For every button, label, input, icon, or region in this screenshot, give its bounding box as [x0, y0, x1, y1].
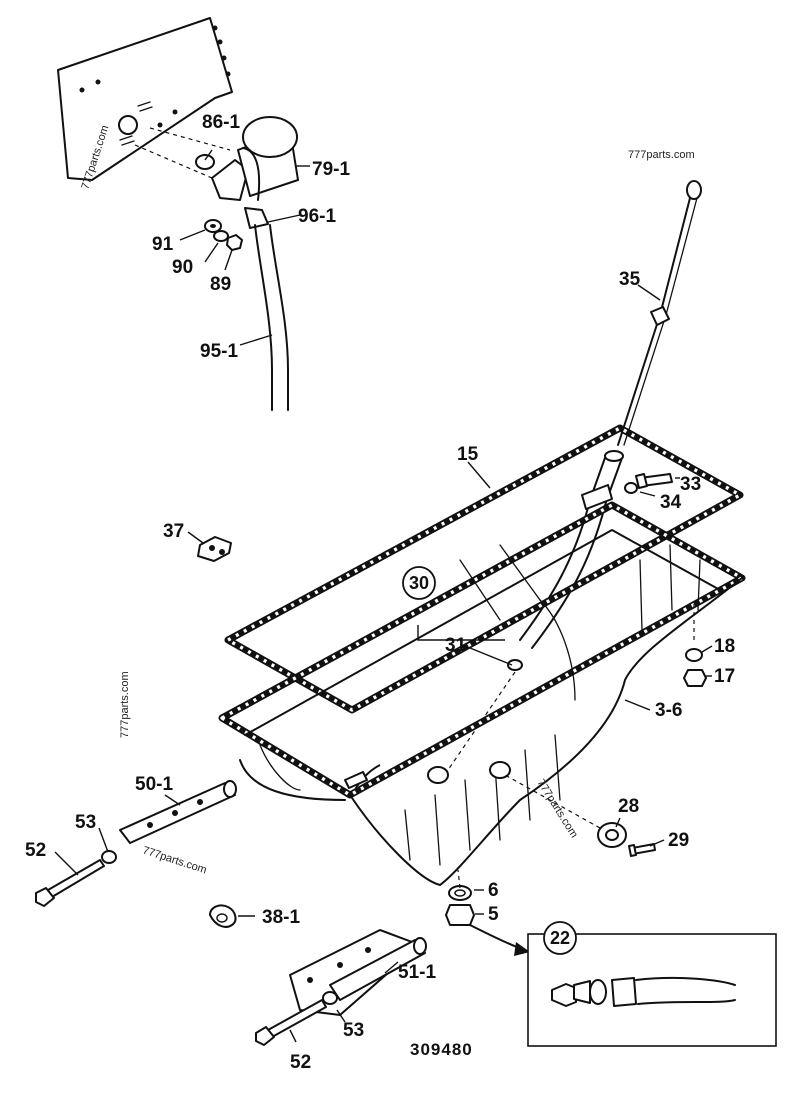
oil-pan	[218, 501, 746, 886]
label-33: 33	[680, 474, 701, 495]
watermark: 777parts.com	[628, 149, 695, 161]
o-ring-31	[447, 659, 523, 771]
watermark: 777parts.com	[534, 777, 579, 840]
engine-block-plate	[57, 17, 233, 181]
breather-hose	[254, 224, 289, 411]
label-28: 28	[618, 796, 639, 817]
callout-circle-30	[402, 566, 436, 600]
drain-plug-5-washer-6	[445, 869, 475, 926]
bolt-52-upper	[35, 850, 117, 907]
label-52-upper: 52	[25, 840, 46, 861]
label-53-upper: 53	[75, 812, 96, 833]
label-96-1: 96-1	[298, 206, 336, 227]
label-95-1: 95-1	[200, 341, 238, 362]
label-79-1: 79-1	[312, 159, 350, 180]
label-15: 15	[457, 444, 479, 465]
label-86-1: 86-1	[202, 112, 240, 133]
label-5: 5	[488, 904, 499, 925]
tube-50-1	[119, 780, 237, 844]
cover-plug-28	[504, 774, 656, 857]
detail-22-arrow	[514, 942, 530, 956]
leader-lines	[54, 149, 713, 1043]
label-29: 29	[668, 830, 689, 851]
label-35: 35	[619, 269, 641, 290]
breather-assembly	[195, 116, 299, 229]
bolt-52-lower	[255, 991, 338, 1046]
label-6: 6	[488, 880, 499, 901]
label-38-1: 38-1	[262, 907, 300, 928]
label-34: 34	[660, 492, 682, 513]
label-31: 31	[445, 635, 467, 656]
clip-37	[197, 536, 232, 562]
label-37: 37	[163, 521, 184, 542]
clamp-38-1	[209, 904, 237, 928]
watermark: 777parts.com	[141, 844, 208, 876]
label-51-1: 51-1	[398, 962, 436, 983]
watermark: 777parts.com	[119, 671, 131, 738]
label-89: 89	[210, 274, 231, 295]
label-90: 90	[172, 257, 193, 278]
label-3-6: 3-6	[655, 700, 682, 721]
dipstick-guide-tube	[519, 450, 624, 649]
dipstick	[617, 180, 702, 446]
callout-circle-22	[543, 921, 577, 955]
bolt-33	[624, 473, 673, 494]
oil-pan-gasket	[224, 424, 744, 714]
label-91: 91	[152, 234, 174, 255]
label-22: 22	[550, 928, 570, 948]
label-50-1: 50-1	[135, 774, 173, 795]
label-17: 17	[714, 666, 735, 687]
label-30: 30	[409, 573, 429, 593]
label-52-lower: 52	[290, 1052, 311, 1073]
detail-box-22	[527, 933, 777, 1047]
bolt-17-washer-18	[683, 600, 707, 687]
washers-and-nut	[204, 219, 243, 251]
label-18: 18	[714, 636, 735, 657]
drawing-number: 309480	[410, 1040, 473, 1059]
tube-51-1	[289, 929, 427, 1016]
label-53-lower: 53	[343, 1020, 364, 1041]
